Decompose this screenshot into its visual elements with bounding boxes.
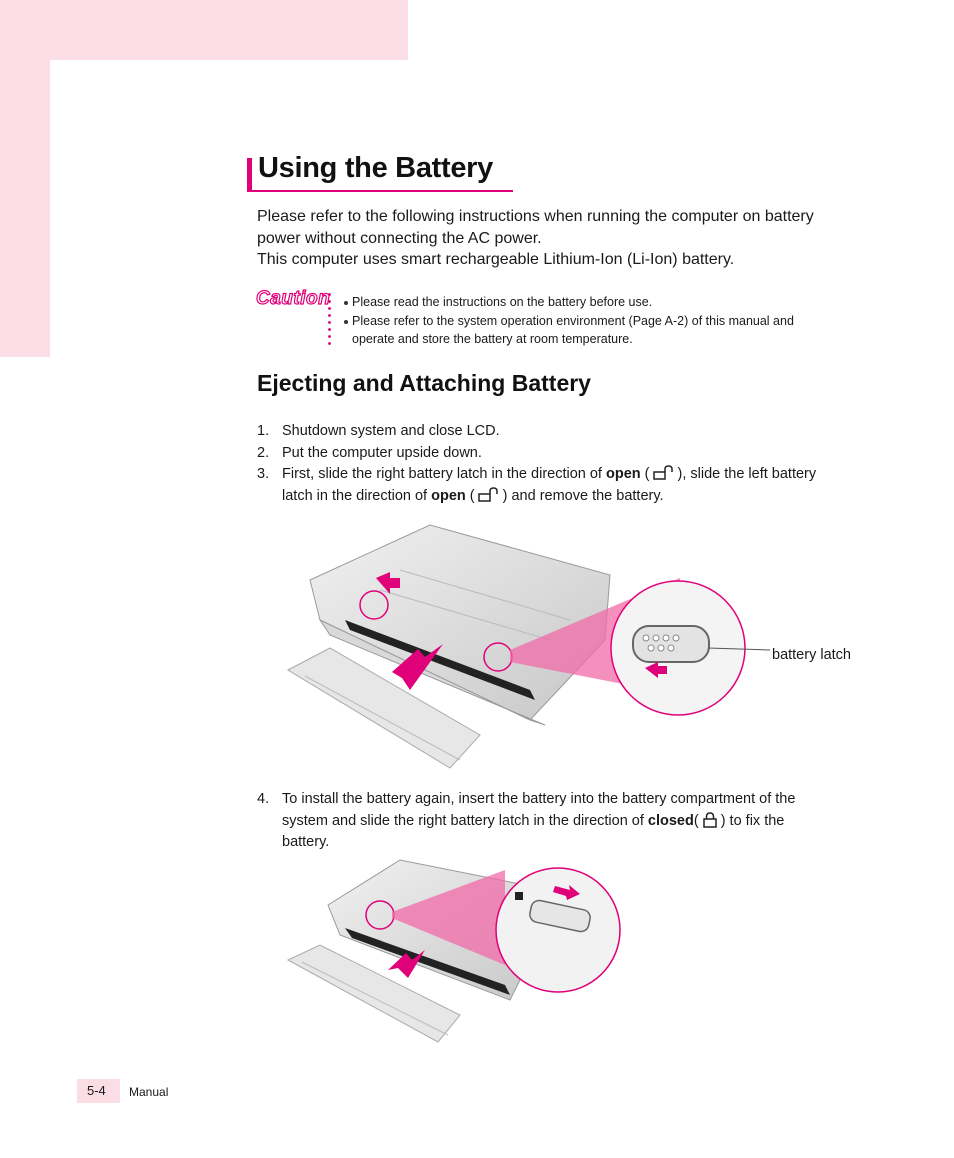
caution-divider [328,291,331,347]
closed-lock-icon [702,811,717,828]
step-number: 3. [257,466,270,483]
laptop-bottom-install-image [286,859,621,1043]
section-heading: Ejecting and Attaching Battery [257,370,591,396]
page-number: 5-4 [87,1083,106,1098]
intro-line-1: Please refer to the following instructio… [257,208,814,247]
arrow-icon [388,950,425,978]
battery-latch-callout: battery latch [772,647,851,663]
open-keyword: open [606,466,641,483]
step-item-body: 4. To install the battery again, insert … [257,791,796,851]
steps-list: 1. Shutdown system and close LCD. 2. Put… [257,421,817,508]
arrow-icon [645,662,667,678]
arrow-icon [376,572,400,594]
step-number: 4. [257,791,270,807]
arrow-icon [392,644,443,690]
step-item: 4. To install the battery again, insert … [257,789,817,854]
step-text: Shutdown system and close LCD. [282,423,500,439]
page-title-block: Using the Battery [247,152,513,192]
step-item: 1. Shutdown system and close LCD. [257,421,817,443]
caution-list: Please read the instructions on the batt… [344,293,824,349]
footer-page-box [77,1079,120,1103]
open-lock-icon [477,487,498,502]
caution-item: Please read the instructions on the batt… [344,293,824,312]
battery-eject-illustration [280,520,880,780]
page-title: Using the Battery [258,152,493,184]
step-number: 2. [257,444,270,461]
step-item: 3. First, slide the right battery latch … [257,465,817,505]
step-text: To install the battery again, insert the… [282,791,796,829]
step-text: First, slide the right battery latch in … [282,466,602,483]
caution-label: Caution [255,287,331,309]
step-text: ) to fix the battery. [282,812,785,851]
page-corner-decoration [0,0,408,60]
caution-item: Please refer to the system operation env… [344,312,824,349]
step-text: Put the computer upside down. [282,444,482,461]
step-item: 2. Put the computer upside down. [257,443,817,465]
open-lock-icon [652,465,673,481]
footer-label: Manual [129,1085,169,1099]
laptop-bottom-eject-image [286,524,771,769]
arrow-icon [553,885,580,900]
step-text: ) and remove the battery. [502,488,664,505]
step-text: ), slide the left battery latch in the d… [282,466,817,505]
step-number: 1. [257,423,270,439]
intro-line-2: This computer uses smart rechargeable Li… [257,251,735,268]
closed-keyword: closed [647,812,694,829]
page-side-decoration [0,0,50,357]
title-accent-bar [247,158,252,190]
open-keyword: open [431,488,466,505]
battery-install-illustration [280,850,630,1065]
intro-text: Please refer to the following instructio… [257,206,817,271]
